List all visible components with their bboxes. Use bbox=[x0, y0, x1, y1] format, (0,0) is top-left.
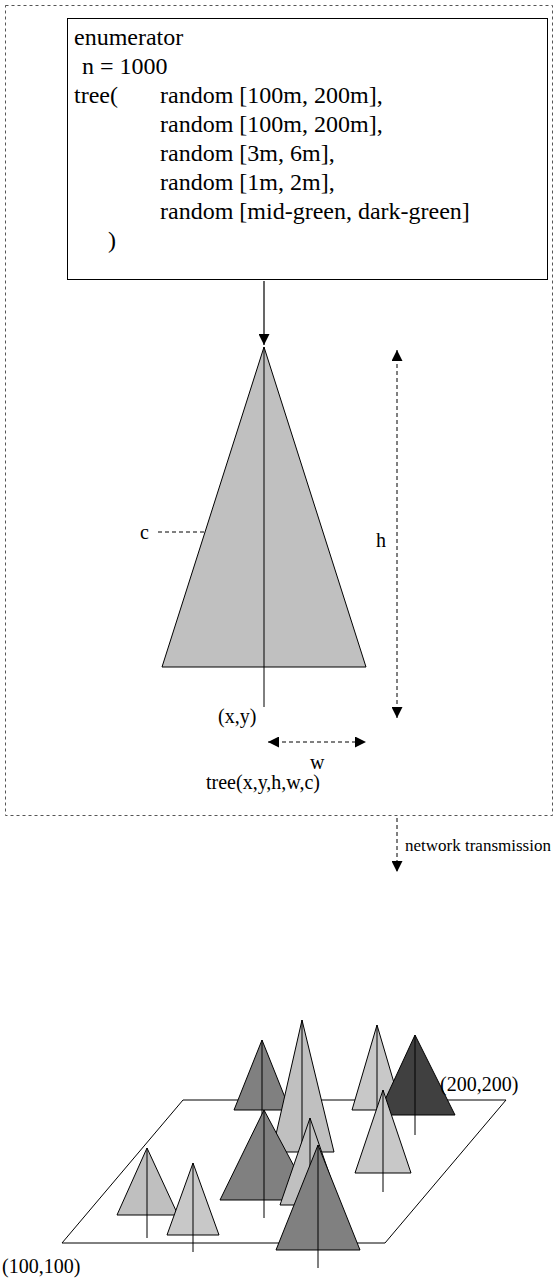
annotation-label: h bbox=[376, 529, 386, 551]
code-line: n = 1000 bbox=[82, 52, 168, 80]
node-heading: enumerator bbox=[74, 23, 183, 51]
code-line: random [1m, 2m], bbox=[160, 168, 335, 196]
tree-stem bbox=[318, 1145, 319, 1268]
annotation-label: w bbox=[310, 751, 324, 773]
code-line: ) bbox=[108, 226, 116, 254]
forest bbox=[117, 1020, 455, 1268]
tree-stem bbox=[383, 1090, 384, 1192]
tree-stem bbox=[264, 347, 265, 707]
tree-stem bbox=[147, 1148, 148, 1238]
annotation-label: c bbox=[140, 521, 149, 543]
code-line: random [mid-green, dark-green] bbox=[160, 197, 470, 225]
enumerator-box: enumeratorn = 1000tree( random [100m, 200… bbox=[67, 18, 548, 280]
annotation-label: network transmission bbox=[405, 836, 551, 855]
annotation-label: tree(x,y,h,w,c) bbox=[206, 771, 320, 793]
code-line: random [100m, 200m], bbox=[160, 110, 383, 138]
dimension-arrow bbox=[397, 350, 398, 718]
enclosure-frame bbox=[6, 6, 553, 816]
tree-stem bbox=[415, 1035, 416, 1135]
annotation-label: (100,100) bbox=[2, 1255, 80, 1277]
code-line: random [3m, 6m], bbox=[160, 139, 335, 167]
annotation-label: (x,y) bbox=[218, 705, 256, 727]
code-line: random [100m, 200m], bbox=[160, 81, 383, 109]
leader-line bbox=[158, 532, 205, 533]
tree-shape bbox=[272, 1020, 334, 1152]
annotation-label: (200,200) bbox=[440, 1073, 518, 1095]
flow-arrow bbox=[263, 281, 264, 345]
tree-stem bbox=[264, 1110, 265, 1218]
code-line: tree( bbox=[74, 81, 118, 109]
tree-stem bbox=[193, 1163, 194, 1252]
dimension-arrow bbox=[268, 742, 366, 743]
transmission-arrow bbox=[397, 818, 398, 872]
